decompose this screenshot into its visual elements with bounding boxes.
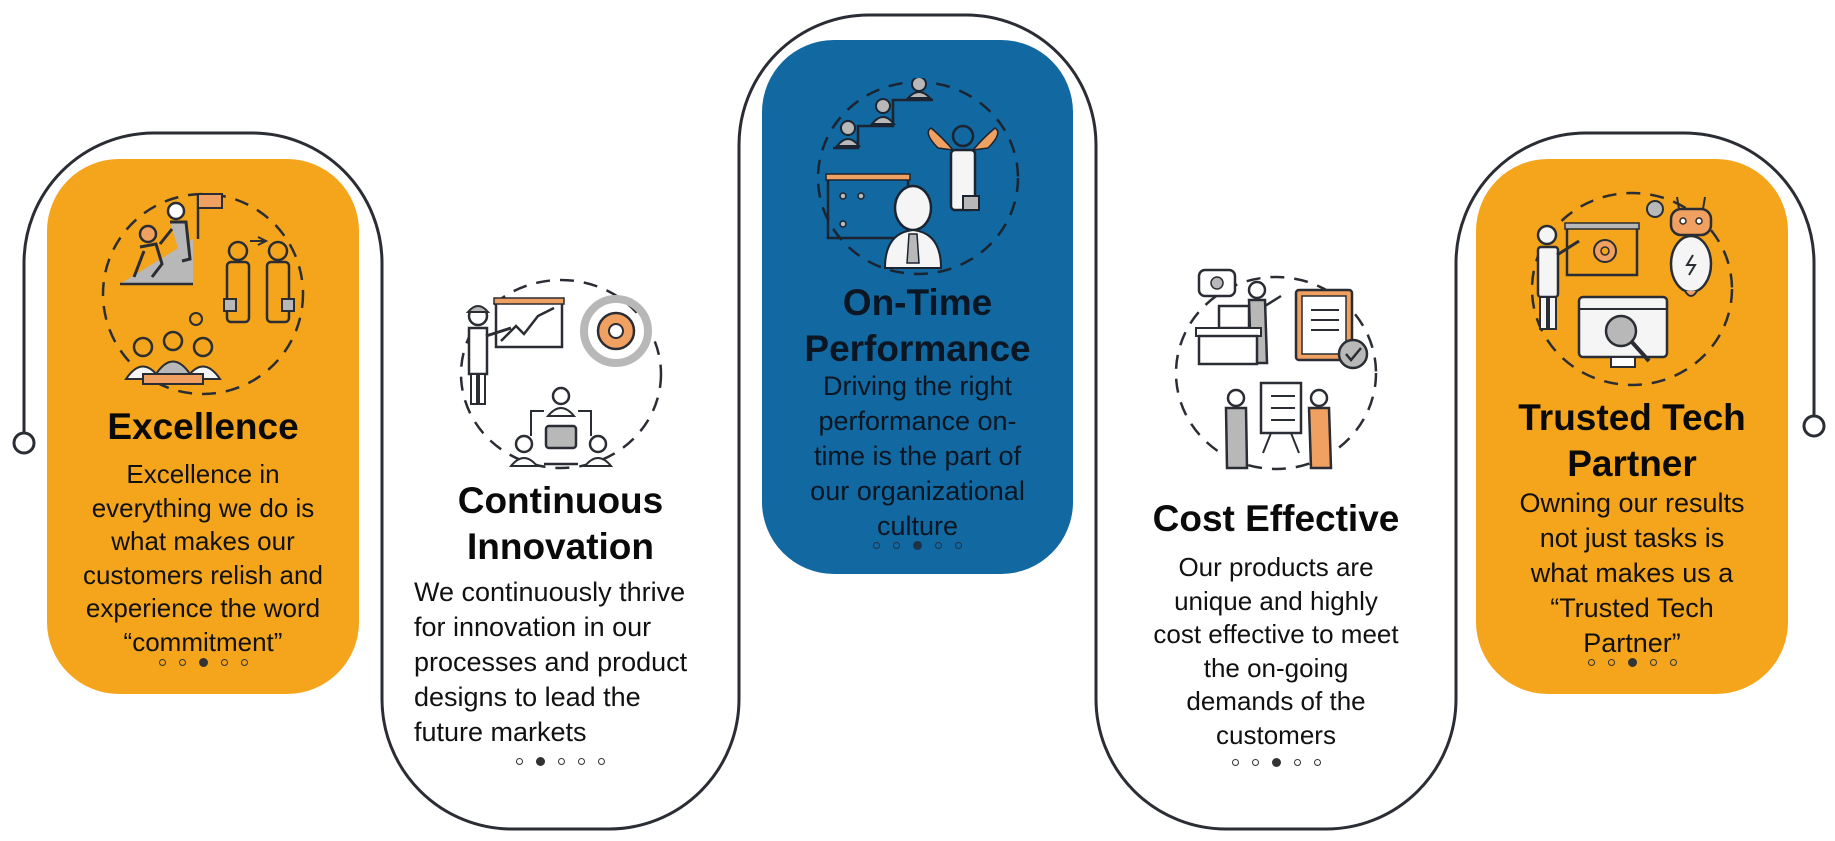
performance-stairs-icon bbox=[813, 76, 1023, 278]
indicator-dot bbox=[1313, 759, 1321, 766]
indicator-dot bbox=[955, 542, 962, 549]
pillar-card-cost-effective: Cost Effective Our products are unique a… bbox=[1096, 268, 1456, 768]
pillar-description: Driving the right performance on- time i… bbox=[810, 371, 1025, 541]
indicator-dot bbox=[1231, 759, 1239, 766]
pillar-title: Excellence bbox=[107, 406, 299, 447]
indicator-dot bbox=[935, 542, 942, 549]
indicator-dot bbox=[1607, 659, 1615, 666]
indicator-dot-active bbox=[1627, 658, 1637, 667]
pillar-card-on-time-performance: On-Time Performance Driving the right pe… bbox=[762, 40, 1073, 574]
indicator-dot bbox=[598, 758, 605, 765]
indicator-dot bbox=[1251, 759, 1259, 766]
indicator-dot bbox=[1293, 759, 1301, 766]
innovation-gear-icon bbox=[456, 276, 666, 472]
indicator-dot bbox=[558, 758, 565, 765]
indicator-dot bbox=[1587, 659, 1595, 666]
pillar-card-trusted-tech-partner: Trusted Tech Partner Owning our results … bbox=[1476, 159, 1788, 694]
indicator-dot bbox=[1649, 659, 1657, 666]
pillar-title: Cost Effective bbox=[1152, 498, 1400, 539]
pillar-description: Our products are unique and highly cost … bbox=[1153, 552, 1399, 750]
page-indicator bbox=[1476, 658, 1788, 667]
cost-planning-icon bbox=[1171, 268, 1381, 478]
pillar-description: Owning our results not just tasks is wha… bbox=[1519, 488, 1745, 658]
pillar-card-excellence: Excellence Excellence in everything we d… bbox=[47, 159, 359, 694]
indicator-dot-active bbox=[198, 658, 208, 667]
page-indicator bbox=[47, 658, 359, 667]
pillar-description: Excellence in everything we do is what m… bbox=[83, 459, 323, 657]
teamwork-climb-icon bbox=[98, 189, 308, 399]
page-indicator bbox=[382, 757, 739, 766]
tech-robot-icon bbox=[1527, 189, 1737, 389]
indicator-dot bbox=[240, 659, 248, 666]
indicator-dot-active bbox=[1271, 758, 1281, 767]
frame-start-node bbox=[12, 431, 36, 455]
pillar-card-continuous-innovation: Continuous Innovation We continuously th… bbox=[382, 272, 739, 772]
pillar-description: We continuously thrive for innovation in… bbox=[414, 577, 688, 747]
indicator-dot-active bbox=[913, 541, 922, 550]
frame-end-node bbox=[1802, 414, 1826, 438]
indicator-dot bbox=[873, 542, 880, 549]
pillar-title: Continuous Innovation bbox=[457, 480, 664, 567]
pillar-title: On-Time Performance bbox=[804, 282, 1031, 369]
indicator-dot bbox=[178, 659, 186, 666]
pillar-title: Trusted Tech Partner bbox=[1518, 397, 1746, 484]
page-indicator bbox=[762, 541, 1073, 550]
page-indicator bbox=[1096, 758, 1456, 767]
indicator-dot bbox=[158, 659, 166, 666]
frame-path bbox=[22, 13, 1816, 831]
indicator-dot-active bbox=[536, 757, 545, 766]
indicator-dot bbox=[893, 542, 900, 549]
indicator-dot bbox=[1669, 659, 1677, 666]
indicator-dot bbox=[578, 758, 585, 765]
indicator-dot bbox=[516, 758, 523, 765]
indicator-dot bbox=[220, 659, 228, 666]
